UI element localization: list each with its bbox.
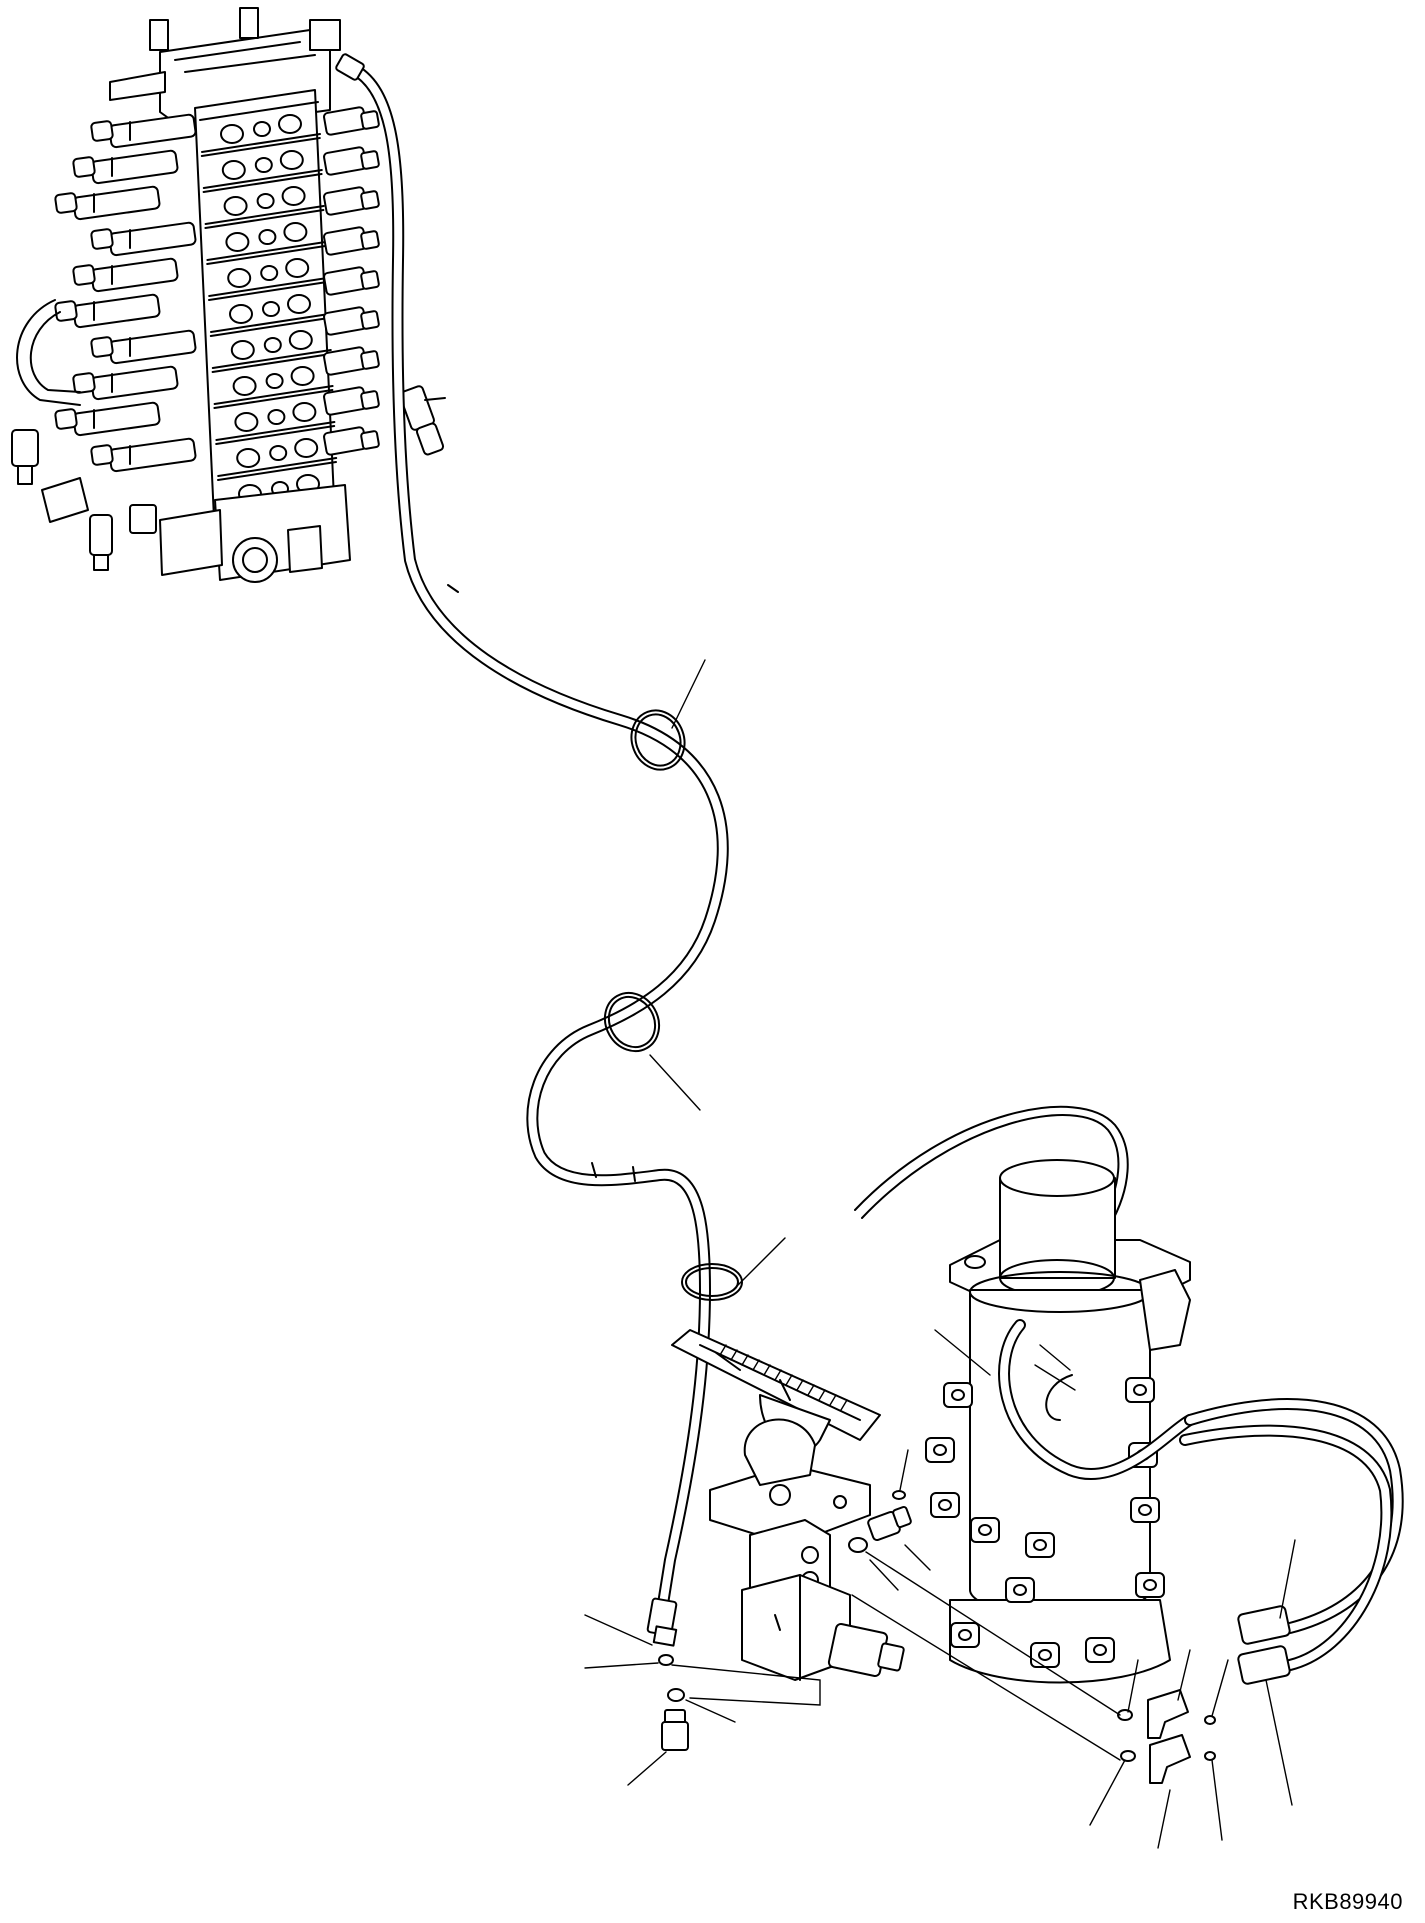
small-parts xyxy=(659,1491,1215,1783)
control-valve xyxy=(12,8,445,582)
leader-lines xyxy=(585,660,1295,1848)
swivel-joint xyxy=(855,1107,1190,1683)
hose-clamps xyxy=(594,703,742,1300)
drawing-code: RKB89940 xyxy=(1292,1889,1403,1914)
pilot-hose xyxy=(335,53,723,1645)
twin-hoses xyxy=(1185,1404,1398,1685)
travel-pedal-valve xyxy=(672,1330,912,1680)
